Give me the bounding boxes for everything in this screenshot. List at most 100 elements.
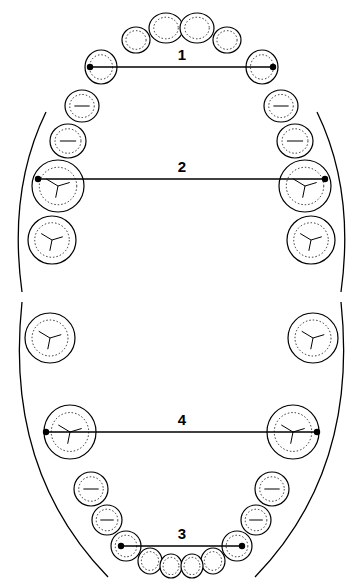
tooth-margin	[35, 223, 70, 258]
tooth-margin	[282, 129, 308, 153]
fissure	[287, 141, 303, 142]
tooth	[74, 472, 108, 506]
tooth-margin	[185, 17, 209, 39]
tooth-margin	[55, 129, 81, 153]
tooth-outline	[264, 90, 298, 122]
tooth-margin	[184, 557, 200, 574]
fissure	[83, 489, 98, 490]
tooth-margin	[141, 552, 158, 571]
fissure	[100, 520, 114, 521]
landmark-dot	[322, 176, 328, 182]
width-line	[121, 545, 242, 546]
tooth-margin	[32, 320, 68, 356]
arch-contour	[255, 302, 344, 577]
tooth	[213, 27, 241, 53]
tooth-outline	[149, 13, 183, 43]
tooth-margin	[70, 94, 94, 117]
tooth-outline	[92, 505, 122, 535]
tooth-outline	[180, 13, 214, 43]
tooth-outline	[201, 548, 225, 574]
fissure	[264, 489, 279, 490]
tooth-outline	[288, 313, 338, 363]
tooth-outline	[32, 160, 84, 212]
fissure	[58, 425, 81, 444]
tooth-outline	[287, 216, 335, 264]
tooth-outline	[28, 216, 76, 264]
tooth-margin	[39, 167, 76, 204]
landmark-dot	[87, 64, 93, 70]
tooth-margin	[154, 17, 178, 39]
tooth-outline	[74, 472, 108, 506]
tooth	[279, 160, 331, 212]
tooth-margin	[294, 223, 329, 258]
callout-number: 1	[176, 47, 188, 63]
fissure	[302, 331, 325, 349]
tooth	[138, 548, 162, 574]
arch-contour	[18, 112, 46, 292]
tooth	[264, 90, 298, 122]
tooth-margin	[163, 557, 179, 574]
tooth	[32, 160, 84, 212]
tooth	[92, 505, 122, 535]
tooth-margin	[269, 94, 293, 117]
tooth	[287, 216, 335, 264]
tooth-margin	[245, 509, 267, 531]
tooth	[149, 13, 183, 43]
fissure	[39, 331, 62, 349]
tooth-outline	[255, 472, 289, 506]
tooth-outline	[241, 505, 271, 535]
tooth	[65, 90, 99, 122]
landmark-dot	[118, 543, 124, 549]
tooth-margin	[79, 477, 103, 501]
tooth	[277, 124, 313, 158]
tooth-outline	[65, 90, 99, 122]
tooth	[50, 124, 86, 158]
fissure	[300, 234, 322, 251]
fissure	[249, 520, 263, 521]
landmark-dot	[314, 429, 320, 435]
fissure	[60, 141, 76, 142]
tooth	[160, 554, 182, 578]
arch-contour	[317, 112, 345, 292]
callout-number: 3	[176, 526, 188, 542]
callout-number: 2	[176, 159, 188, 175]
tooth-margin	[260, 477, 284, 501]
fissure	[273, 106, 288, 107]
landmark-dot	[43, 429, 49, 435]
tooth-outline	[122, 27, 150, 53]
tooth-outline	[160, 554, 182, 578]
tooth-margin	[204, 552, 221, 571]
width-line	[90, 66, 273, 67]
tooth-outline	[50, 124, 86, 158]
tooth-margin	[286, 167, 323, 204]
tooth-outline	[213, 27, 241, 53]
measurements	[35, 64, 328, 549]
landmark-dot	[239, 543, 245, 549]
tooth	[28, 216, 76, 264]
tooth-margin	[126, 31, 146, 50]
tooth-outline	[277, 124, 313, 158]
tooth-outline	[279, 160, 331, 212]
fissure	[74, 106, 89, 107]
width-line	[38, 178, 325, 179]
fissure	[281, 425, 304, 444]
teeth	[25, 13, 338, 578]
tooth-outline	[138, 548, 162, 574]
tooth-margin	[96, 509, 118, 531]
tooth-margin	[295, 320, 331, 356]
tooth	[25, 313, 75, 363]
callout-number: 4	[176, 412, 188, 428]
fissure	[41, 234, 63, 251]
width-line	[46, 431, 317, 432]
fissure	[293, 179, 316, 198]
tooth	[122, 27, 150, 53]
landmark-dot	[270, 64, 276, 70]
tooth-margin	[217, 31, 237, 50]
tooth	[241, 505, 271, 535]
tooth-outline	[181, 554, 203, 578]
tooth	[180, 13, 214, 43]
tooth	[201, 548, 225, 574]
arch-contour	[19, 302, 108, 577]
